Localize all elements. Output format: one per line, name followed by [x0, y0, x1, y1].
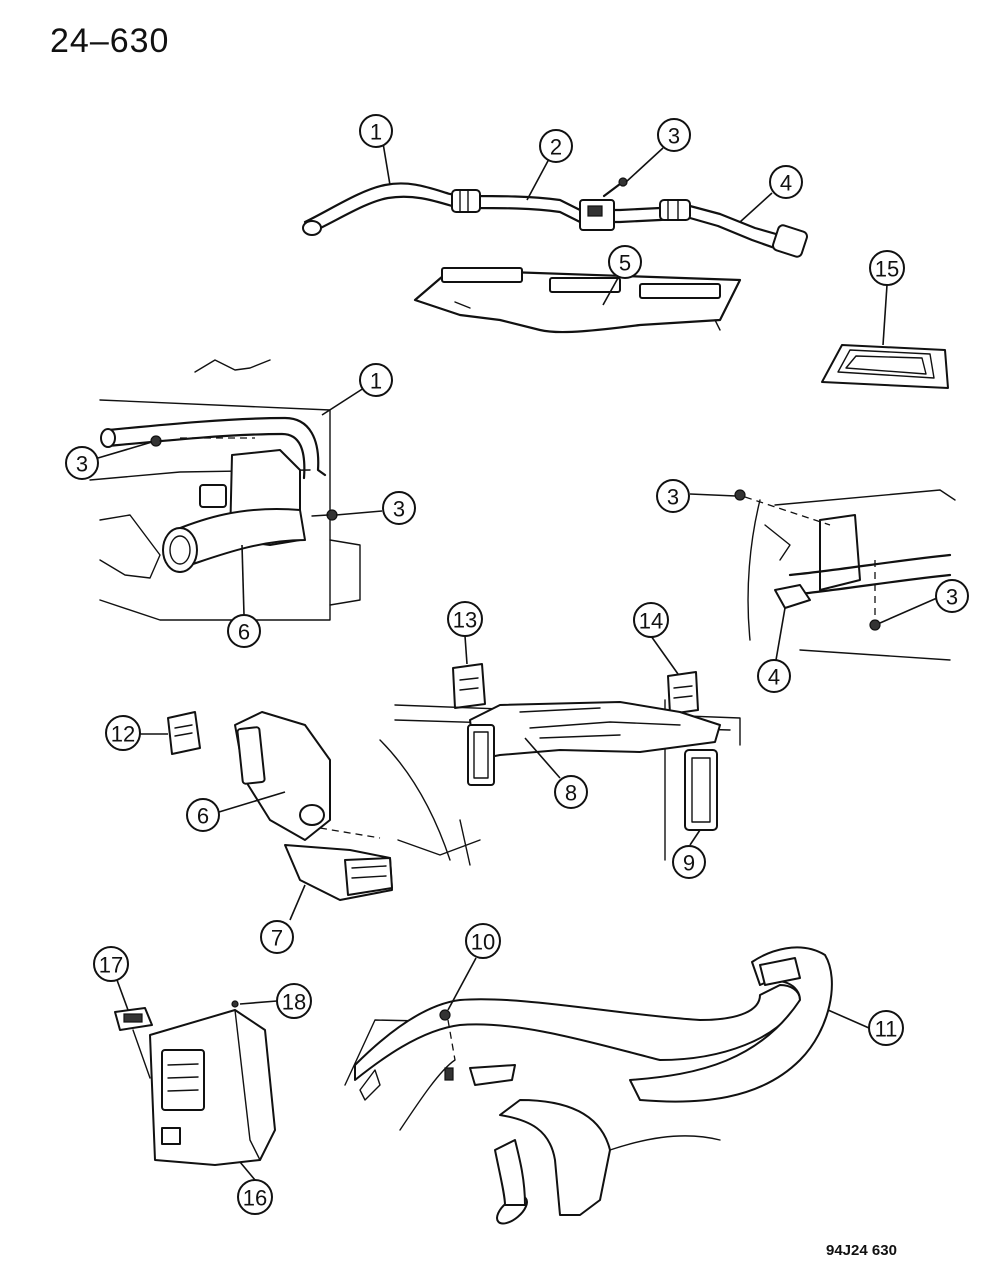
callout-5: 5 [608, 245, 642, 279]
callout-17: 17 [93, 946, 129, 982]
right-hose-installation [734, 489, 956, 661]
callout-9: 9 [672, 845, 706, 879]
control-bezel [114, 1000, 276, 1166]
callout-1-top: 1 [359, 114, 393, 148]
callout-6-mid: 6 [227, 614, 261, 648]
callout-2: 2 [539, 129, 573, 163]
callout-6-lower: 6 [186, 798, 220, 832]
callout-3-mid-left: 3 [65, 446, 99, 480]
left-duct-installation [89, 359, 361, 621]
svg-text:9: 9 [683, 851, 695, 876]
callout-3-right-upper: 3 [656, 479, 690, 513]
callout-3-mid-right: 3 [382, 491, 416, 525]
floor-duct-assembly [344, 946, 833, 1225]
defroster-outlet [413, 267, 742, 334]
callout-12: 12 [105, 715, 141, 751]
svg-text:17: 17 [99, 953, 123, 978]
svg-text:3: 3 [668, 124, 680, 149]
svg-text:16: 16 [243, 1186, 267, 1211]
callout-14: 14 [633, 602, 669, 638]
svg-text:3: 3 [667, 485, 679, 510]
callout-8: 8 [554, 775, 588, 809]
svg-text:3: 3 [393, 497, 405, 522]
svg-text:6: 6 [238, 620, 250, 645]
svg-text:12: 12 [111, 722, 135, 747]
callout-4-top: 4 [769, 165, 803, 199]
svg-text:6: 6 [197, 804, 209, 829]
callout-15: 15 [869, 250, 905, 286]
svg-text:4: 4 [768, 665, 780, 690]
svg-text:5: 5 [619, 251, 631, 276]
svg-text:8: 8 [565, 781, 577, 806]
callout-10: 10 [465, 923, 501, 959]
svg-text:1: 1 [370, 369, 382, 394]
callout-16: 16 [237, 1179, 273, 1215]
callout-3-right-lower: 3 [935, 579, 969, 613]
callout-11: 11 [868, 1010, 904, 1046]
svg-text:15: 15 [875, 257, 899, 282]
callout-13: 13 [447, 601, 483, 637]
svg-text:7: 7 [271, 926, 283, 951]
svg-text:14: 14 [639, 609, 663, 634]
callout-1-mid: 1 [359, 363, 393, 397]
svg-text:18: 18 [282, 990, 306, 1015]
svg-text:4: 4 [780, 171, 792, 196]
svg-text:13: 13 [453, 608, 477, 633]
svg-text:3: 3 [946, 585, 958, 610]
panel-duct-assembly [167, 663, 741, 901]
page-title: 24–630 [50, 22, 170, 60]
callout-18: 18 [276, 983, 312, 1019]
svg-text:3: 3 [76, 452, 88, 477]
callout-7: 7 [260, 920, 294, 954]
svg-text:11: 11 [875, 1017, 898, 1042]
defroster-hose-assembly [302, 177, 808, 258]
svg-text:10: 10 [471, 930, 495, 955]
callout-3-top: 3 [657, 118, 691, 152]
leader-lines [97, 142, 938, 1181]
figure-code: 94J24 630 [826, 1242, 897, 1259]
callout-4-right: 4 [757, 659, 791, 693]
svg-text:1: 1 [370, 120, 382, 145]
svg-text:2: 2 [550, 135, 562, 160]
seal-part [821, 344, 949, 389]
